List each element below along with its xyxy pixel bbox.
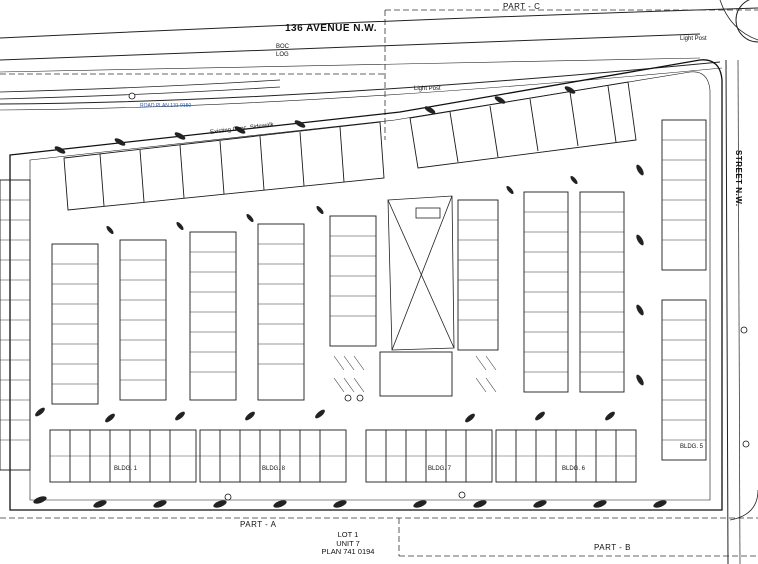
lot-number: LOT 1 [337,530,359,539]
road-plan-label: ROAD PLAN 131 0150 [140,103,192,109]
building-label: BLDG. 6 [562,466,586,472]
avenue-road-lines [0,7,758,111]
parking-stalls [333,355,497,393]
unit-number: UNIT 7 [336,538,360,548]
lot-info: LOT 1 UNIT 7 PLAN 741 0194 [318,530,378,557]
part-a-label: PART - A [240,520,277,529]
building-label: BLDG. 1 [114,466,138,472]
inner-building-blocks [0,119,707,471]
building-label: BLDG. 8 [262,466,286,472]
part-b-label: PART - B [594,543,631,552]
property-boundary [0,9,758,557]
utility-markers [128,92,750,501]
side-street-label: STREET N.W. [734,150,743,207]
plan-number: PLAN 741 0194 [321,547,375,557]
side-street-lines [719,0,758,564]
central-plaza [387,195,455,351]
light-post-label: Light Post [414,86,441,92]
north-building-row [63,121,385,211]
light-post-label-2: Light Post [680,36,707,42]
boc-label: BOC [276,44,290,50]
part-c-label: PART - C [503,2,541,11]
site-perimeter [9,59,723,511]
avenue-name-label: 136 AVENUE N.W. [285,23,377,34]
log-label: LOG [276,52,289,58]
unit-lines [0,139,706,441]
south-building-row [49,429,637,483]
north-east-building-row [409,81,637,169]
building-label: BLDG. 7 [428,466,452,472]
building-label: BLDG. 5 [680,444,704,450]
landscape-trees [33,86,667,508]
